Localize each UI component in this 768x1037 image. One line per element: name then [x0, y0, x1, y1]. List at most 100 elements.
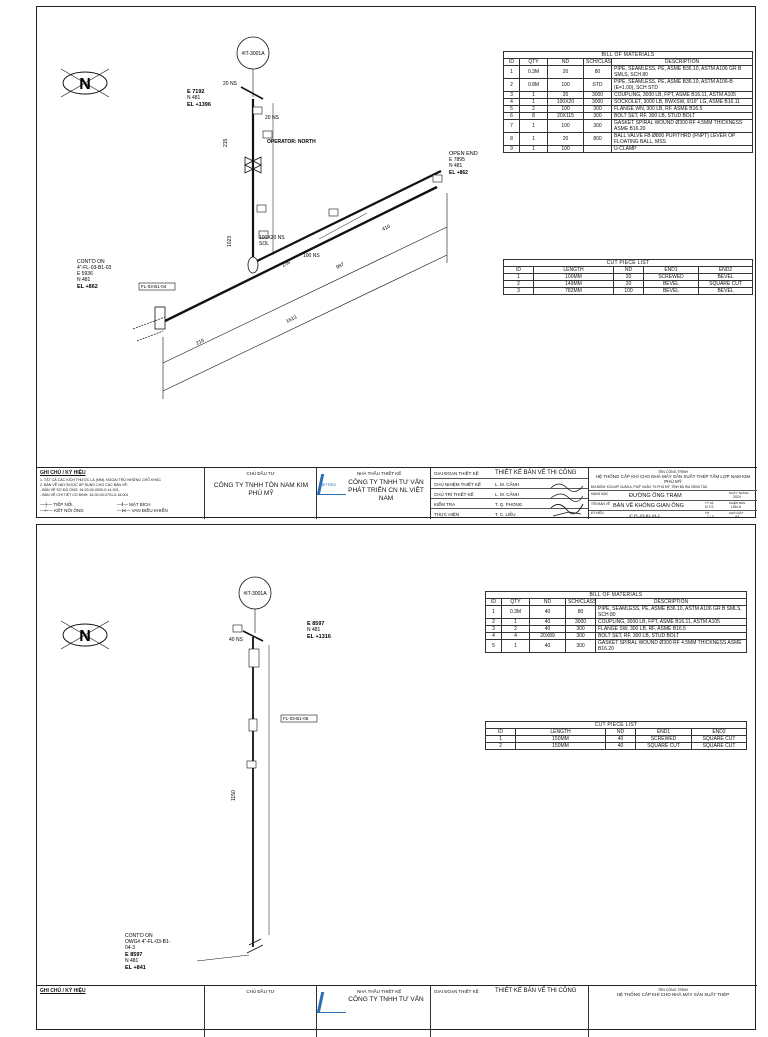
role-4-label: THỰC HIỆN	[434, 512, 460, 517]
bom2-cell: 4	[501, 632, 530, 640]
role-1-label: CHỦ NHIỆM THIẾT KẾ	[434, 482, 481, 487]
bom1-cell: 8	[503, 132, 520, 146]
bom2-cell: 40	[529, 618, 566, 626]
contractor-name: CÔNG TY TNHH TƯ VẤN PHÁT TRIỂN CN NL VIỆ…	[348, 479, 424, 502]
bom1-cell: COUPLING, 3000 LB, FPT, ASME B16.11, AST…	[611, 91, 753, 99]
bom2-cell: 1	[501, 618, 530, 626]
isometric-drawing-2: N #IT-3001A 40 NS E 8597 N 481 EL +1316 …	[60, 576, 331, 971]
stage-value: THIẾT KẾ BẢN VẼ THI CÔNG	[495, 988, 577, 994]
cut2-cell: SQUARE CUT	[691, 735, 747, 743]
symbol-1-label: TIẾP NỐI	[53, 502, 73, 507]
bom2-cell: 300	[565, 632, 596, 640]
bom1-cell: 1	[519, 132, 548, 146]
paper-size-value: A3	[735, 515, 740, 519]
coord-n: N 481	[307, 627, 321, 633]
bom2-cell: PIPE, SEAMLESS, PE, ASME B36.10, ASTM A1…	[595, 605, 747, 619]
bom2-header-2: ND	[529, 598, 566, 606]
symbol-row-4: —⋈— VAN ĐIỀU KHIỂN	[117, 508, 168, 513]
bom1-cell: 8	[519, 112, 548, 120]
cut2-cell: 40	[605, 735, 636, 743]
bom2-cell: 80	[565, 605, 596, 619]
oe-n: N 481	[449, 163, 463, 169]
symbol-4-label: VAN ĐIỀU KHIỂN	[131, 508, 168, 513]
signature-cell: GIAI ĐOẠN THIẾT KẾ THIẾT KẾ BẢN VẼ THI C…	[431, 986, 589, 1037]
cut2-cell: SCREWED	[635, 735, 692, 743]
bom2-header-3: SCH/CLASS	[565, 598, 596, 606]
note-1: 1. TẤT CẢ CÁC KÍCH THƯỚC LÀ (MM), NGOẠI …	[40, 478, 162, 482]
contractor-name: CÔNG TY TNHH TƯ VẤN	[348, 996, 424, 1003]
bom2-cell: 300	[565, 625, 596, 633]
role-3-name: T. Q. PHONG	[495, 502, 523, 507]
owner-label: CHỦ ĐẦU TƯ	[246, 989, 275, 994]
revision-value: LẦN A	[731, 505, 741, 509]
cut1-cell: BEVEL	[643, 287, 699, 295]
dim-2: 235	[281, 260, 291, 269]
north-label: N	[79, 76, 91, 93]
drawing-sheet-1: N #IT-3001A	[36, 6, 757, 519]
revision-label: PHIÊN BẢN	[729, 501, 746, 505]
cut2-header-4: END2	[691, 728, 747, 736]
line-balloon: #IT-3001A	[241, 51, 265, 57]
label-reducer-2: SOL	[259, 241, 269, 247]
bom2-cell: 3000	[565, 618, 596, 626]
cut1-cell: BEVEL	[698, 287, 753, 295]
bom1-cell: 100X20	[547, 98, 584, 106]
bom2-cell: 20X89	[529, 632, 566, 640]
contd-n: N 481	[77, 277, 91, 283]
bom1-cell: 5	[503, 105, 520, 113]
bom1-cell: U-CLAMP	[611, 145, 753, 153]
role-2-label: CHỦ TRÌ THIẾT KẾ	[434, 492, 474, 497]
symbol-2-label: KẾT NỐI ỐNG	[54, 508, 84, 513]
label-open-end: OPEN END	[449, 151, 478, 157]
scale-label: TỶ LỆ	[705, 501, 714, 505]
bom1-cell: BOLT SET, RF, 300 LB, STUD BOLT	[611, 112, 753, 120]
note-2: 2. BẢN VẼ NÀY ĐƯỢC ÁP DỤNG CHO CÁC BẢN V…	[40, 483, 128, 487]
bom1-cell: 300	[583, 119, 612, 133]
contd-2: 4"-FL-03-B1-03	[77, 265, 112, 271]
bom1-cell: 4	[503, 98, 520, 106]
coord-el: EL +1396	[187, 102, 211, 108]
notes-cell: GHI CHÚ / KÝ HIỆU	[37, 986, 205, 1037]
bom1-cell: 6	[503, 112, 520, 120]
bom2-cell: 1	[501, 639, 530, 653]
coord-e: E 8597	[307, 621, 324, 627]
cut1-cell: 149MM	[533, 280, 614, 288]
cut1-header-2: ND	[613, 266, 644, 274]
flange-icon: —‖—	[117, 502, 128, 507]
bom1-cell: 1	[519, 119, 548, 133]
item-value: ĐƯỜNG ỐNG TRẠM	[629, 493, 682, 499]
cut1-cell: SCREWED	[643, 273, 699, 281]
bom1-cell: 100	[547, 105, 584, 113]
cut1-cell: BEVEL	[698, 273, 753, 281]
bom2-header-1: QTY	[501, 598, 530, 606]
contd-n: N 481	[125, 958, 139, 964]
bom1-cell: SOCKOLET, 3000 LB, BWXSW, 9/16" LG, ASME…	[611, 98, 753, 106]
notes-title: GHI CHÚ / KÝ HIỆU	[40, 470, 86, 476]
item-label: HẠNG MỤC	[591, 492, 609, 496]
bom2-cell: 1	[485, 605, 502, 619]
bom1-cell: GASKET SPIRAL WOUND Ø300 RF 4.5MM THICKN…	[611, 119, 753, 133]
dim-1: 215	[195, 338, 205, 347]
drawing-title: BẢN VẼ KHÔNG GIAN ỐNG	[613, 503, 684, 509]
drawing-title-label: TÊN BẢN VẼ	[591, 502, 610, 506]
bom1-cell: PIPE, SEAMLESS, PE, ASME B36.10, ASTM A1…	[611, 78, 753, 92]
bom2-cell: 0.3M	[501, 605, 530, 619]
cut1-cell: 100	[613, 287, 644, 295]
label-top-ns: 20 NS	[223, 81, 238, 87]
cut2-cell: SQUARE CUT	[691, 742, 747, 750]
drawing-sheet-2: N #IT-3001A 40 NS E 8597 N 481 EL +1316 …	[36, 524, 757, 1037]
bom1-cell: 2	[503, 78, 520, 92]
drawing-code: 4"-FL-03-B1-04-1	[629, 513, 660, 518]
contd-3: 04-3	[125, 945, 135, 951]
bom1-cell: STD	[583, 78, 612, 92]
